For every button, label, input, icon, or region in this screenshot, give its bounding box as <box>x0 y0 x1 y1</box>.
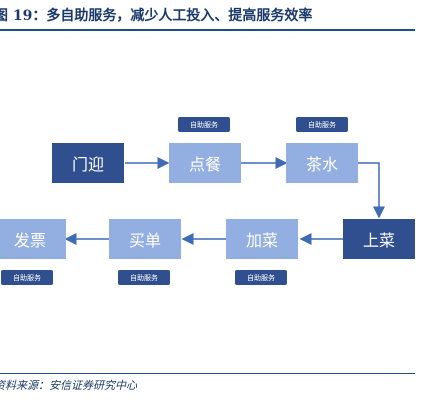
figure-title: 图 19：多自助服务，减少人工投入、提高服务效率 <box>0 8 313 24</box>
footer-divider <box>0 373 415 374</box>
self-service-badge-fapiao: 自助服务 <box>1 270 53 285</box>
arrow-chashui-shangcai <box>358 162 385 219</box>
node-chashui: 茶水 <box>286 143 358 183</box>
node-jiacai: 加菜 <box>226 219 298 259</box>
title-divider <box>0 29 415 31</box>
source-note: 资料来源：安信证券研究中心 <box>0 379 137 392</box>
node-shangcai: 上菜 <box>343 219 415 259</box>
node-fapiao: 发票 <box>0 219 66 259</box>
node-diancan: 点餐 <box>169 143 241 183</box>
self-service-badge-chashui: 自助服务 <box>296 117 348 132</box>
self-service-badge-diancan: 自助服务 <box>178 117 230 132</box>
node-menying: 门迎 <box>52 143 124 183</box>
node-maidan: 买单 <box>109 219 181 259</box>
self-service-badge-maidan: 自助服务 <box>118 270 170 285</box>
self-service-badge-jiacai: 自助服务 <box>235 270 287 285</box>
